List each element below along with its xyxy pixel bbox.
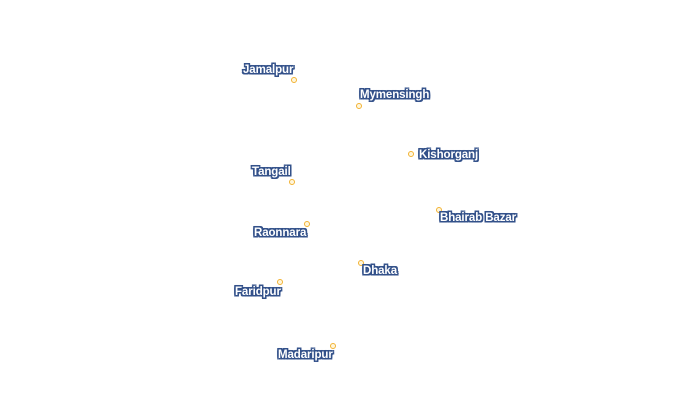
city-marker[interactable] [408,151,414,157]
city-marker[interactable] [356,103,362,109]
city-marker[interactable] [277,279,283,285]
city-marker[interactable] [358,260,364,266]
city-label-dhaka: Dhaka [363,265,398,277]
city-marker[interactable] [291,77,297,83]
city-marker[interactable] [436,207,442,213]
city-label-raonnara: Raonnara [254,227,307,239]
city-label-kishorganj: Kishorganj [419,149,479,161]
city-label-tangail: Tangail [252,166,291,178]
city-label-madaripur: Madaripur [278,349,333,361]
city-marker[interactable] [330,343,336,349]
city-label-bhairab-bazar: Bhairab Bazar [440,212,517,224]
city-label-faridpur: Faridpur [235,286,281,298]
city-marker[interactable] [289,179,295,185]
city-marker[interactable] [304,221,310,227]
city-label-mymensingh: Mymensingh [360,89,430,101]
city-label-jamalpur: Jamalpur [243,64,294,76]
